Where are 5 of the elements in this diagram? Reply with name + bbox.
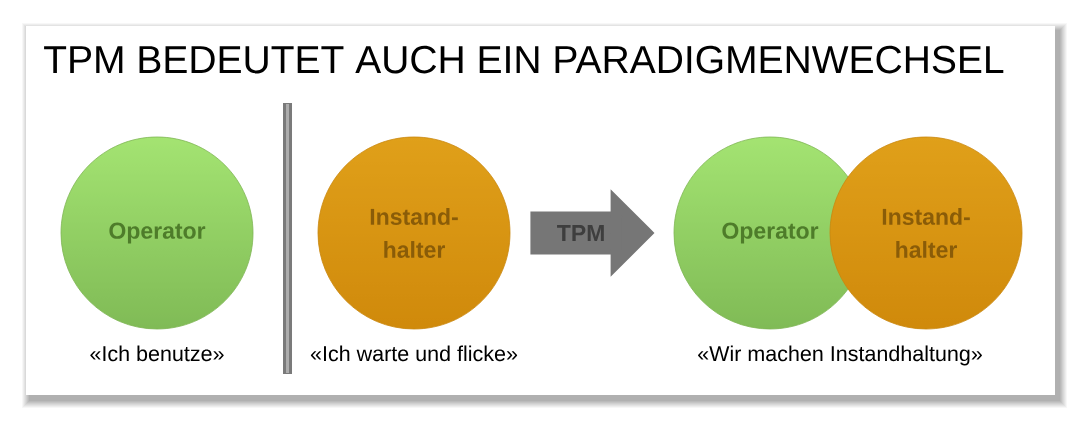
edge-label: TPM	[555, 224, 607, 242]
title: TPM BEDEUTET AUCH EIN PARADIGMENWECHSEL	[44, 45, 1004, 74]
quote-label: «Ich warte und flicke»	[310, 345, 518, 362]
quote-label: «Wir machen Instandhaltung»	[698, 345, 982, 366]
quote-label: «Ich benutze»	[90, 345, 224, 362]
